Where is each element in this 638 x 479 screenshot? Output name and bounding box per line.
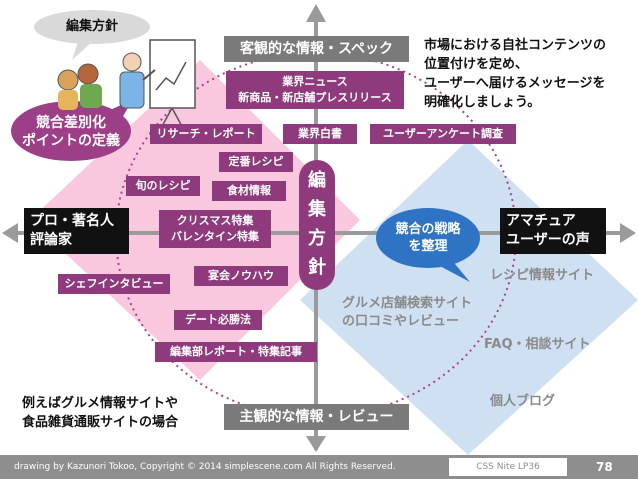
tag-industry-news: 業界ニュース 新商品・新店舗プレスリリース: [226, 71, 404, 109]
tag-date-tips: デート必勝法: [174, 310, 262, 330]
tag-christmas-feature: クリスマス特集 バレンタイン特集: [159, 210, 271, 248]
axis-right-label: アマチュア ユーザーの声: [500, 208, 606, 254]
tag-editorial-report: 編集部レポート・特集記事: [155, 342, 317, 362]
arrow-right-icon: [620, 223, 636, 243]
competitor-recipe-site: レシピ情報サイト: [490, 268, 595, 283]
axis-bottom-label: 主観的な情報・レビュー: [224, 404, 409, 430]
tag-industry-whitepaper: 業界白書: [283, 124, 357, 144]
axis-top-label: 客観的な情報・スペック: [224, 36, 409, 62]
footer-page-number: 78: [596, 460, 613, 474]
tag-chef-interview: シェフインタビュー: [58, 274, 170, 294]
amateur-area: [300, 140, 638, 455]
meeting-illustration-icon: [57, 39, 196, 131]
competitor-personal-blog: 個人ブログ: [490, 394, 556, 409]
tag-user-survey: ユーザーアンケート調査: [370, 124, 516, 144]
right-bubble-shape: [376, 208, 480, 268]
title-bubble-shape: [34, 10, 150, 44]
tag-standard-recipe: 定番レシピ: [219, 152, 293, 172]
center-label: 編 集 方 針: [308, 170, 326, 278]
right-bubble-text: 競合の戦略 を整理: [395, 222, 461, 254]
tag-ingredient-info: 食材情報: [212, 181, 286, 201]
left-bubble-shape: [11, 101, 131, 161]
title-bubble-text: 編集方針: [65, 19, 118, 34]
axis-left-label: プロ・著名人 評論家: [24, 208, 129, 254]
footer-event: CSS Nite LP36: [449, 458, 567, 476]
tag-research-report: リサーチ・レポート: [150, 124, 262, 144]
competitor-gourmet-search: グルメ店舗検索サイト の口コミやレビュー: [342, 296, 473, 329]
left-bubble-text: 競合差別化 ポイントの定義: [22, 115, 120, 149]
tag-seasonal-recipe: 旬のレシピ: [126, 176, 200, 196]
competitor-faq-site: FAQ・相談サイト: [484, 337, 591, 352]
example-note: 例えばグルメ情報サイトや 食品雑貨通販サイトの場合: [22, 396, 179, 430]
arrow-left-icon: [2, 223, 18, 243]
arrow-up-icon: [306, 4, 326, 22]
arrow-down-icon: [306, 436, 326, 452]
center-capsule: [299, 160, 335, 290]
tag-party-knowhow: 宴会ノウハウ: [194, 266, 288, 286]
description-text: 市場における自社コンテンツの 位置付けを定め、 ユーザーへ届けるメッセージを 明…: [424, 38, 607, 110]
footer-copyright: drawing by Kazunori Tokoo, Copyright © 2…: [14, 462, 396, 472]
